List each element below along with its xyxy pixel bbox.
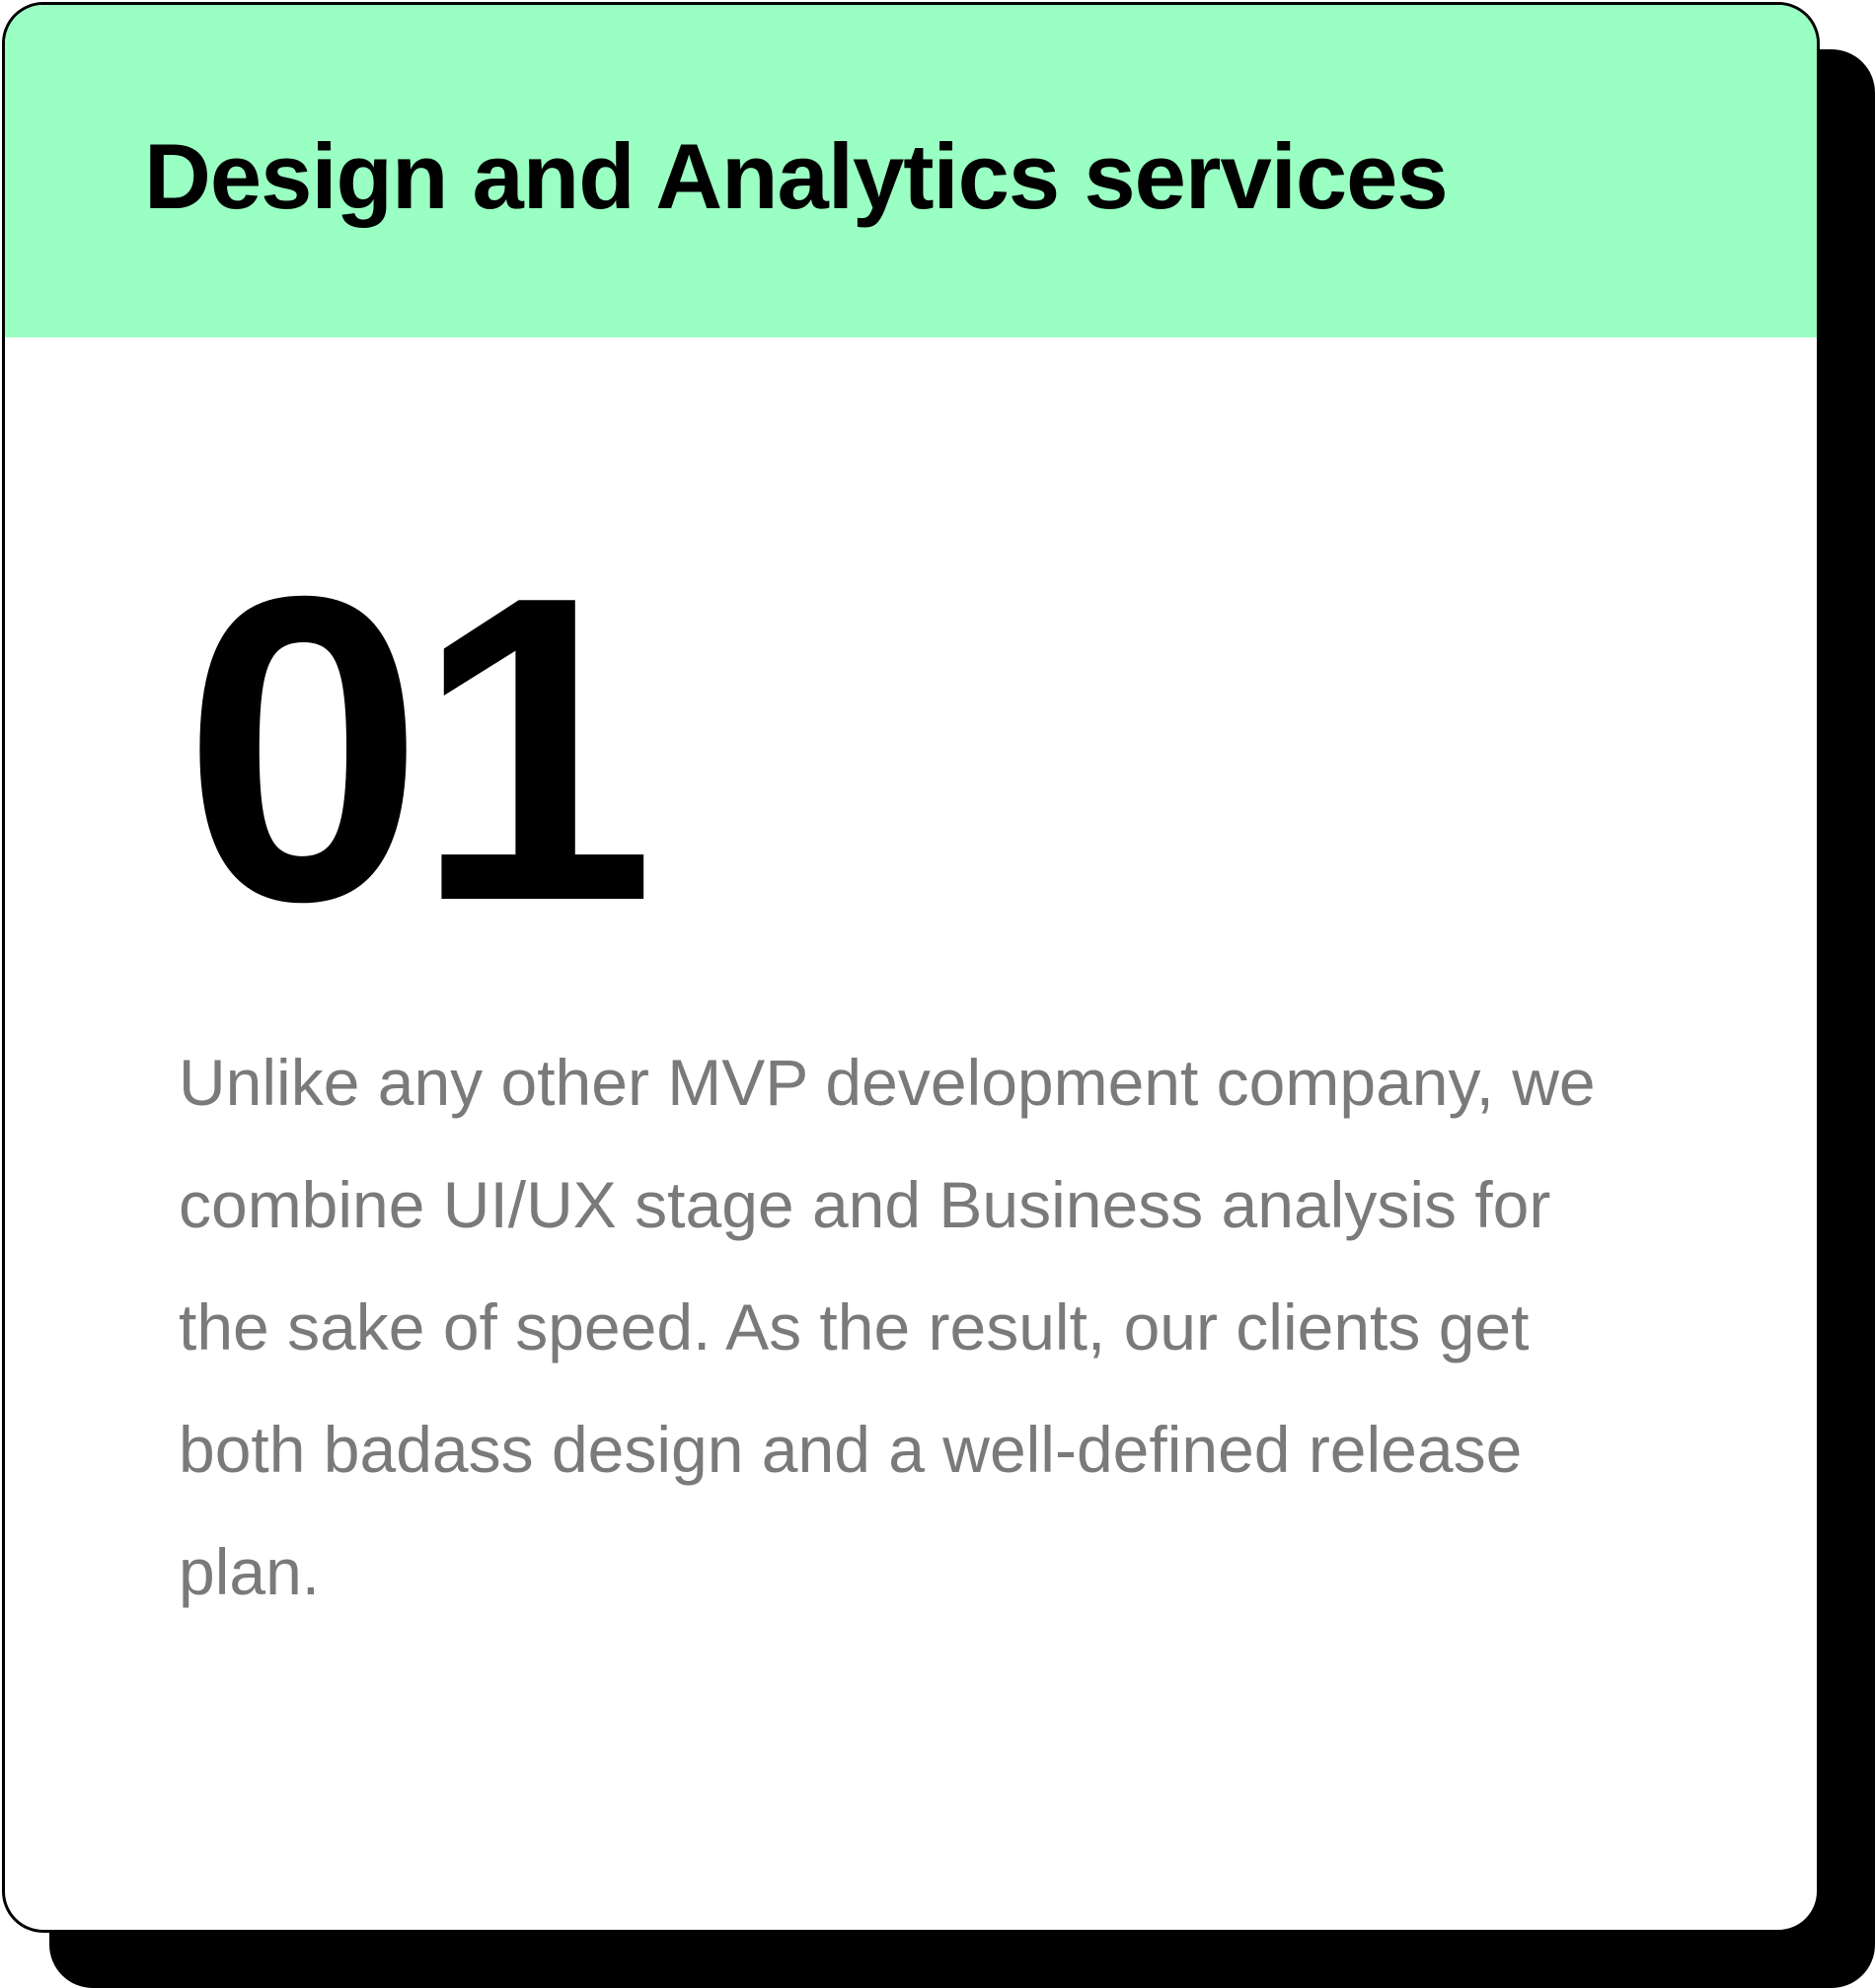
card-title: Design and Analytics services [144,124,1449,228]
service-card: Design and Analytics services 01 Unlike … [2,2,1820,1933]
card-description: Unlike any other MVP development company… [179,1046,1596,1608]
card-header: Design and Analytics services [5,5,1817,337]
step-number: 01 [183,507,655,992]
